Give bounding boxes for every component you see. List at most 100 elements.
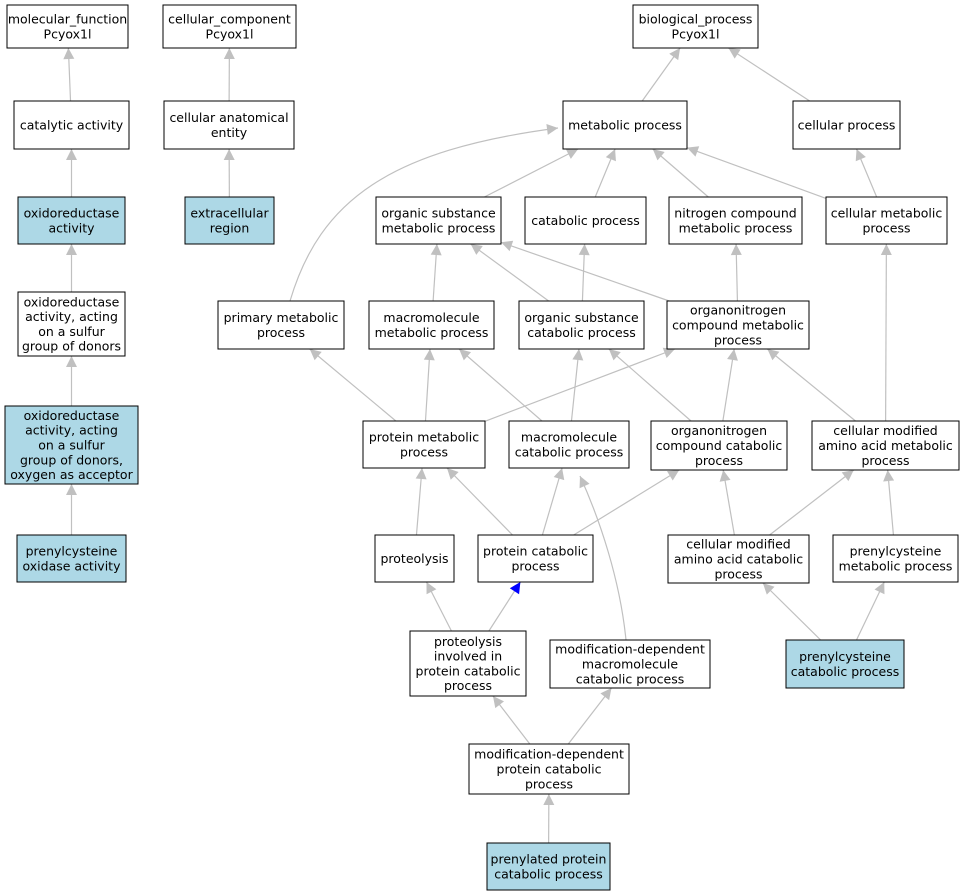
- node-label-line: oxidoreductase: [24, 294, 120, 309]
- edge-arrowhead: [880, 244, 892, 256]
- node-box: [668, 196, 803, 245]
- edge-line: [570, 348, 580, 422]
- edge-org_subst_cat-to-org_subst_met: [470, 243, 550, 302]
- go-term-node-proteolysis[interactable]: proteolysis: [374, 534, 455, 583]
- node-label-line: protein catabolic: [416, 663, 521, 678]
- node-label-line: catabolic process: [791, 664, 900, 679]
- node-label-line: prenylated protein: [491, 852, 607, 867]
- edge-line: [728, 47, 811, 102]
- edge-arrowhead: [501, 240, 514, 252]
- node-box: [217, 300, 345, 350]
- node-label-line: process: [695, 453, 743, 468]
- edge-line: [500, 241, 670, 302]
- edge-arrowhead: [223, 149, 235, 161]
- node-label-line: prenylcysteine: [799, 649, 891, 664]
- edge-oxred_sulfur-to-oxidoreductase: [66, 244, 77, 292]
- edge-arrowhead: [727, 349, 738, 361]
- node-label-line: protein catabolic: [497, 762, 602, 777]
- edge-oxred_oxygen-to-oxred_sulfur: [66, 356, 77, 406]
- edge-arrowhead: [546, 123, 558, 135]
- edge-cmaa_cat-to-cmaa_met: [769, 469, 855, 536]
- edge-line: [567, 687, 612, 745]
- node-label-line: protein catabolic: [483, 544, 588, 559]
- edge-arrowhead: [470, 244, 483, 255]
- node-label-line: modification-dependent: [474, 747, 624, 762]
- go-term-node-catalytic[interactable]: catalytic activity: [13, 100, 130, 150]
- node-label-line: proteolysis: [434, 634, 502, 649]
- edge-moddep_macro-to-macromol_cat: [579, 475, 627, 641]
- edge-arrowhead: [687, 146, 700, 157]
- node-label-line: region: [210, 220, 250, 235]
- node-box: [374, 534, 455, 583]
- node-label-line: catabolic process: [515, 444, 624, 459]
- edge-macromol_cat-to-org_subst_cat: [570, 348, 584, 422]
- node-box: [4, 405, 139, 485]
- edge-line: [541, 467, 563, 536]
- node-box: [518, 300, 645, 350]
- node-label-line: oxidoreductase: [24, 206, 120, 221]
- go-term-node-moddep-macro[interactable]: modification-dependentmacromoleculecatab…: [549, 639, 711, 689]
- edge-line: [769, 469, 855, 536]
- edge-arrowhead: [223, 48, 235, 60]
- edge-macromol_cat-to-macromol_met: [458, 348, 543, 422]
- node-label-line: modification-dependent: [555, 642, 705, 657]
- edge-proteolysis_cat-to-proteolysis: [425, 581, 452, 632]
- node-label-line: proteolysis: [380, 551, 448, 566]
- node-label-line: prenylcysteine: [26, 544, 118, 559]
- node-box: [17, 196, 126, 245]
- edge-cell_met-to-metabolic: [686, 146, 827, 199]
- node-label-line: amino acid metabolic: [818, 438, 953, 453]
- edge-orgnitro_met-to-org_subst_met: [500, 240, 670, 302]
- go-term-node-catabolic[interactable]: catabolic process: [524, 196, 647, 245]
- node-label-line: activity, acting: [25, 423, 118, 438]
- node-label-line: cellular metabolic: [831, 206, 943, 221]
- go-term-node-metabolic[interactable]: metabolic process: [562, 100, 688, 150]
- edge-moddep_prot-to-proteolysis_cat: [492, 695, 531, 745]
- node-label-line: group of donors,: [20, 452, 123, 467]
- edge-line: [484, 148, 579, 198]
- edge-protein_cat-to-protein_met: [446, 467, 513, 536]
- edge-arrowhead: [426, 582, 437, 595]
- edge-arrowhead: [543, 794, 555, 806]
- node-label-line: cellular process: [798, 118, 896, 133]
- node-label-line: on a sulfur: [38, 438, 105, 453]
- node-box: [792, 100, 901, 150]
- edge-prenylcys_met-to-cmaa_met: [883, 469, 895, 536]
- node-box: [632, 4, 759, 49]
- edge-line: [573, 469, 680, 536]
- go-term-node-cellular-proc[interactable]: cellular process: [792, 100, 901, 150]
- edges-layer: [63, 47, 895, 844]
- node-box: [468, 743, 630, 795]
- edge-proteolysis-to-protein_met: [415, 467, 427, 536]
- node-box: [409, 630, 527, 697]
